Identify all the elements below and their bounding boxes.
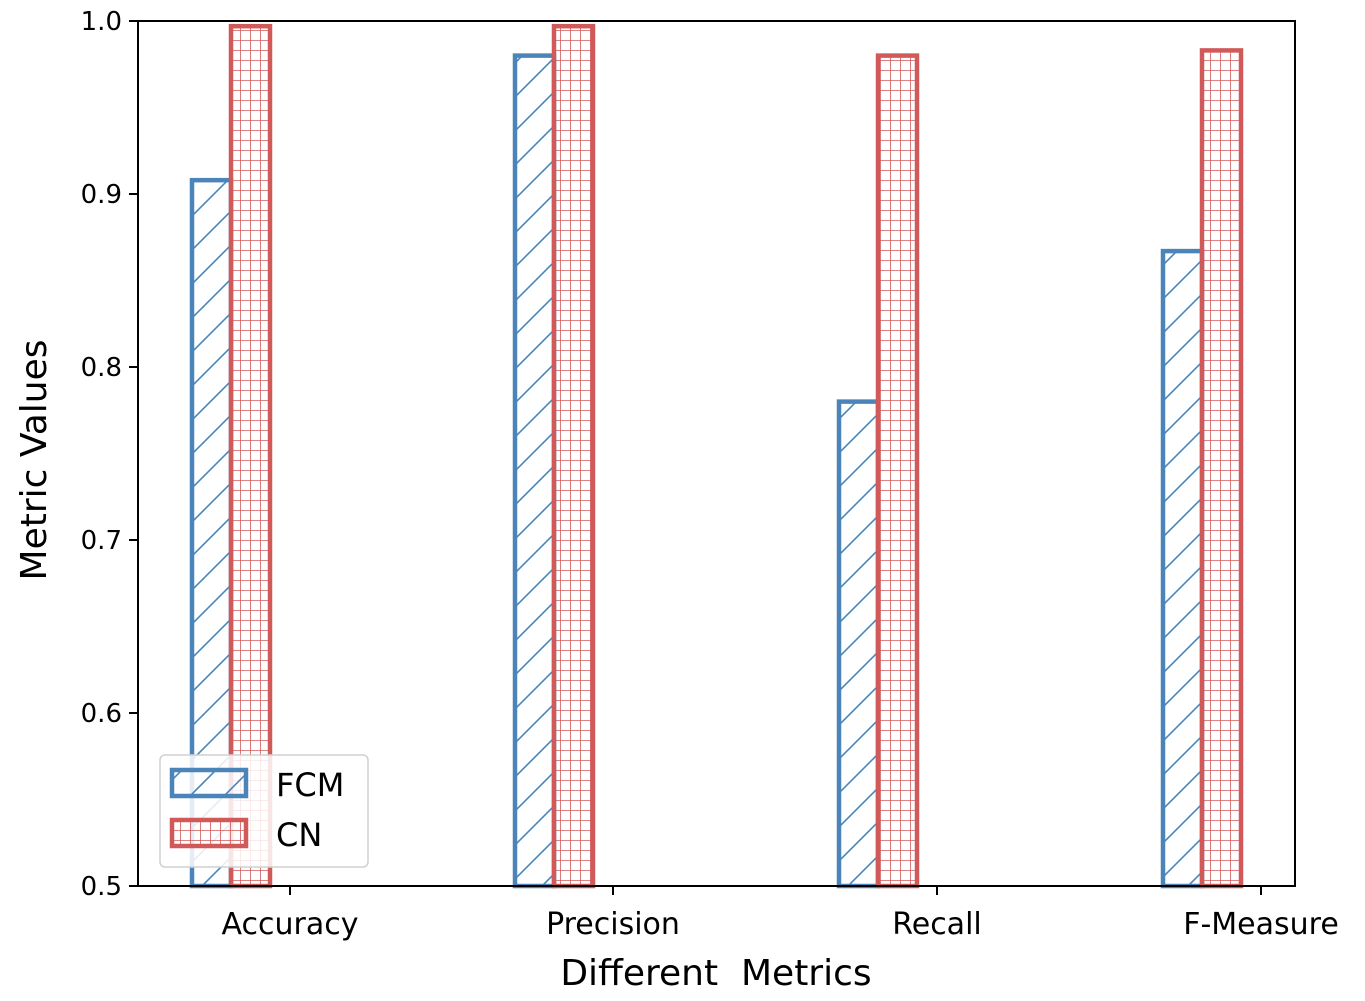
legend-label-fcm: FCM xyxy=(276,766,344,804)
y-tick-label: 0.9 xyxy=(81,180,122,210)
bar-cn-recall xyxy=(875,53,920,889)
legend-swatch-cn xyxy=(169,817,249,849)
legend: FCM CN xyxy=(159,754,369,868)
y-tick-label: 0.5 xyxy=(81,872,122,902)
y-tick-label: 1.0 xyxy=(81,7,122,37)
x-axis-title: Different Metrics xyxy=(560,953,871,994)
x-tick-label: Precision xyxy=(546,907,680,942)
bar-fcm-f-measure xyxy=(1160,248,1205,889)
y-axis-title: Metric Values xyxy=(14,340,55,581)
legend-label-cn: CN xyxy=(276,816,322,854)
x-tick-label: Recall xyxy=(892,907,982,942)
bar-cn-f-measure xyxy=(1199,48,1244,889)
bar-fcm-precision xyxy=(512,53,557,889)
x-tick-label: F-Measure xyxy=(1183,907,1339,942)
x-tick-label: Accuracy xyxy=(222,907,359,942)
y-tick-label: 0.8 xyxy=(81,353,122,383)
legend-swatch-fcm xyxy=(169,767,249,799)
y-tick-label: 0.6 xyxy=(81,699,122,729)
plot-frame xyxy=(137,20,1296,887)
y-tick-label: 0.7 xyxy=(81,526,122,556)
bars-layer xyxy=(189,23,1244,889)
bar-cn-precision xyxy=(551,23,596,889)
bar-fcm-recall xyxy=(836,399,881,889)
